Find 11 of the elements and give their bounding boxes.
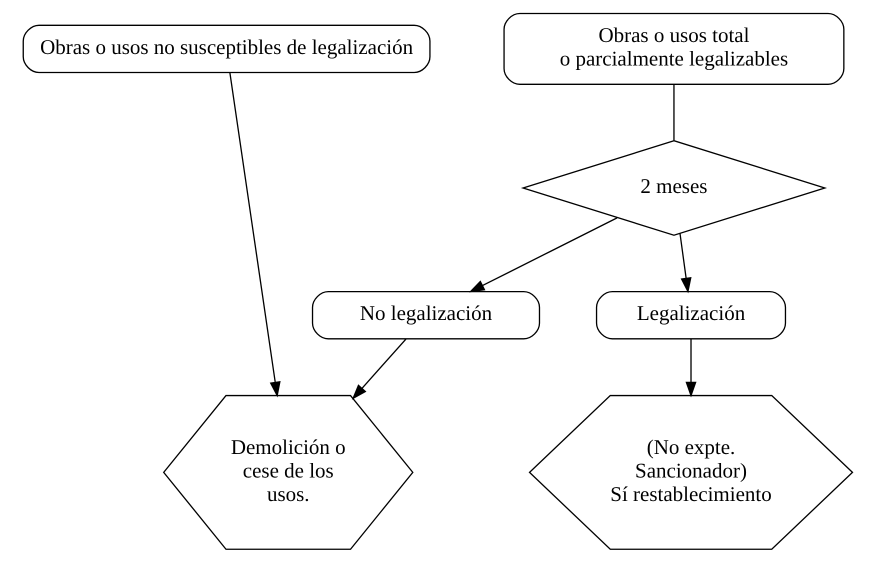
connector (672, 84, 674, 140)
arrow (228, 72, 280, 398)
node-box: Legalización (595, 290, 786, 340)
arrow (685, 339, 696, 398)
arrow (351, 338, 406, 400)
arrow (468, 217, 617, 292)
node-box: Obras o usos total o parcialmente legalizables (502, 12, 844, 85)
node-box: Obras o usos no susceptibles de legalización (22, 24, 430, 74)
node-box: No legalización (311, 290, 540, 340)
arrow (678, 234, 692, 294)
node-diamond: 2 meses (520, 140, 827, 236)
